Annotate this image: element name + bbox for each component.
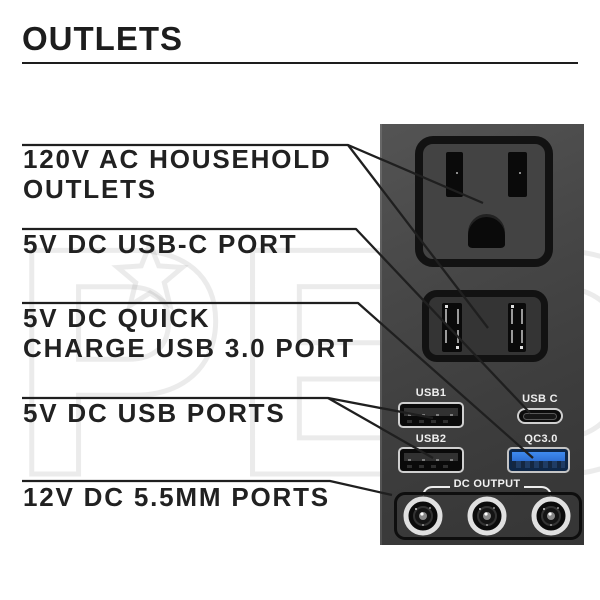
callout-line: OUTLETS xyxy=(23,174,157,204)
slot-tick xyxy=(520,346,523,349)
watermark-star xyxy=(111,237,189,311)
qc-tongue xyxy=(512,452,565,463)
device-panel: USB1 USB C USB2 QC3.0 DC OUTPUT xyxy=(380,124,584,545)
slot-contact xyxy=(511,309,513,324)
leader-usbc xyxy=(22,227,531,414)
leader-ac-2 xyxy=(347,144,489,329)
usb2-label: USB2 xyxy=(415,433,447,445)
ac-outlet-1-slot-right xyxy=(508,152,527,197)
callout-usb-c: 5V DC USB-C PORT xyxy=(23,229,297,259)
qc3-port xyxy=(507,447,570,473)
dc-output-box xyxy=(394,492,582,540)
slot-reflection xyxy=(519,172,522,175)
dc-port-2 xyxy=(467,496,507,536)
callout-line: CHARGE USB 3.0 PORT xyxy=(23,333,355,363)
leader-qc xyxy=(22,301,534,459)
dc-port-3 xyxy=(531,496,571,536)
callout-line: 5V DC QUICK xyxy=(23,303,211,333)
ac-outlet-2-slot-right xyxy=(508,303,526,352)
callout-line: 120V AC HOUSEHOLD xyxy=(23,144,332,174)
slot-reflection xyxy=(456,172,459,175)
dc-barrel-ports xyxy=(403,496,571,536)
ac-outlet-1-ground-hole xyxy=(468,214,505,248)
callout-line: 5V DC USB-C PORT xyxy=(23,229,298,259)
usb-tongue xyxy=(404,408,458,416)
usb1-port xyxy=(398,402,464,428)
ac-outlet-1-slot-left xyxy=(446,152,463,197)
usb1-label: USB1 xyxy=(415,387,447,399)
slot-tick xyxy=(511,305,514,308)
usbc-label: USB C xyxy=(522,393,558,405)
dc-port-1 xyxy=(403,496,443,536)
slot-contact xyxy=(511,330,513,343)
callout-line: 5V DC USB PORTS xyxy=(23,398,286,428)
callout-quick-charge: 5V DC QUICK CHARGE USB 3.0 PORT xyxy=(23,303,355,363)
leader-usb2 xyxy=(327,397,434,459)
usb-pins xyxy=(407,465,455,468)
qc-bottom xyxy=(512,461,565,468)
usbc-port xyxy=(517,408,563,424)
slot-tick xyxy=(445,305,448,308)
leader-dc xyxy=(22,479,393,497)
slot-tick xyxy=(456,346,459,349)
callout-dc-ports: 12V DC 5.5MM PORTS xyxy=(23,482,330,512)
callout-line: 12V DC 5.5MM PORTS xyxy=(23,482,330,512)
usb-pins xyxy=(407,420,455,423)
ac-outlet-2 xyxy=(422,290,548,362)
slot-contact xyxy=(521,330,523,343)
usb-contacts xyxy=(408,414,454,416)
callout-usb-ports: 5V DC USB PORTS xyxy=(23,398,286,428)
dc-output-label: DC OUTPUT xyxy=(453,478,521,490)
slot-contact xyxy=(521,309,523,324)
page-title: OUTLETS xyxy=(22,20,183,57)
slot-contact xyxy=(457,309,459,324)
qc3-label: QC3.0 xyxy=(524,433,558,445)
slot-contact xyxy=(445,309,447,324)
usb-contacts xyxy=(408,459,454,461)
slot-contact xyxy=(445,330,447,343)
title-underline xyxy=(22,62,578,64)
callout-ac-outlets: 120V AC HOUSEHOLD OUTLETS xyxy=(23,144,331,204)
